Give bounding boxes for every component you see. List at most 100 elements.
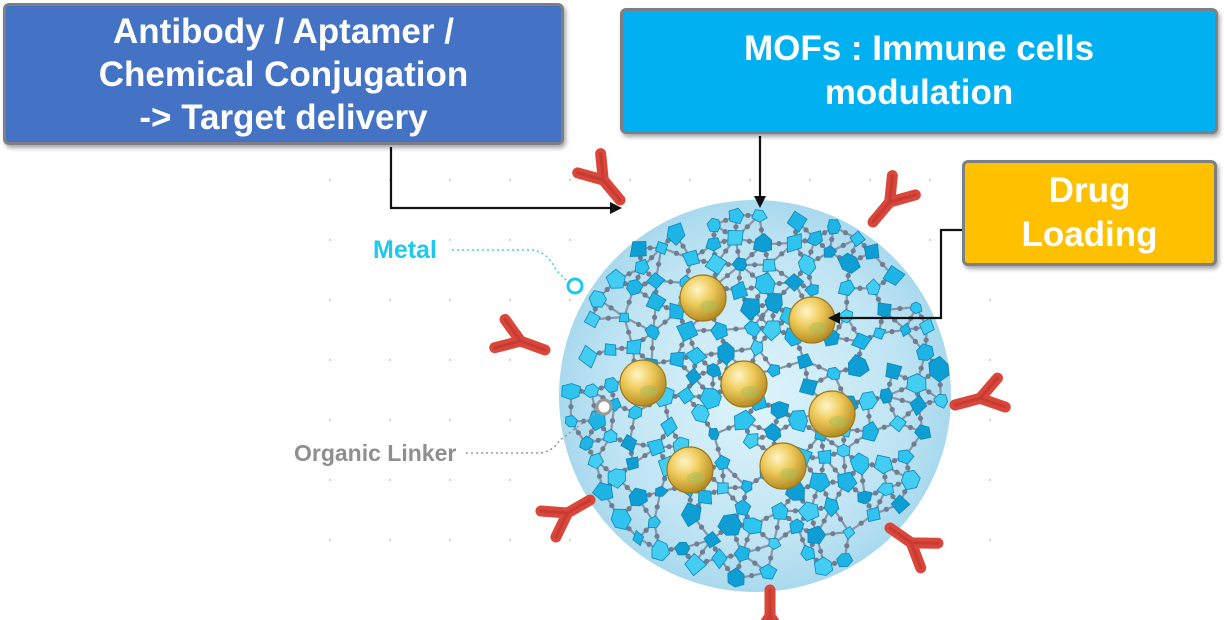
linker-atom bbox=[872, 490, 879, 496]
metal-node bbox=[797, 353, 814, 370]
grid-dot bbox=[748, 178, 752, 182]
linker-atom bbox=[651, 314, 658, 320]
grid-dot bbox=[988, 298, 992, 302]
metal-node bbox=[711, 547, 728, 570]
metal-node bbox=[817, 449, 832, 464]
metal-node bbox=[901, 469, 921, 491]
drug-sphere-patch bbox=[829, 416, 847, 428]
linker-atom bbox=[842, 463, 848, 470]
metal-node bbox=[918, 317, 935, 336]
metal-node bbox=[734, 498, 752, 516]
grid-dot bbox=[448, 538, 452, 542]
linker-atom bbox=[635, 321, 642, 328]
linker-atom bbox=[806, 274, 813, 280]
drug-sphere-patch bbox=[700, 300, 718, 312]
metal-node bbox=[708, 427, 720, 440]
linker-atom bbox=[654, 504, 660, 510]
grid-dot bbox=[508, 478, 512, 482]
grid-dot bbox=[568, 538, 572, 542]
linker-atom bbox=[803, 370, 809, 377]
linker-atom bbox=[830, 531, 836, 537]
linker-atom bbox=[786, 362, 792, 368]
linker-atom bbox=[672, 433, 679, 439]
linker-atom bbox=[845, 273, 851, 279]
linker-atom bbox=[605, 315, 611, 321]
metal-node bbox=[784, 273, 805, 292]
linker-atom bbox=[897, 305, 903, 312]
linker-atom bbox=[701, 258, 707, 264]
metal-node bbox=[771, 502, 789, 520]
grid-dot bbox=[988, 538, 992, 542]
linker-atom bbox=[596, 473, 603, 479]
linker-atom bbox=[843, 367, 849, 373]
drug-sphere bbox=[619, 359, 667, 407]
metal-node bbox=[742, 433, 759, 450]
metal-node bbox=[716, 482, 729, 495]
grid-dot bbox=[328, 538, 332, 542]
linker-atom bbox=[782, 532, 789, 538]
linker-atom bbox=[832, 467, 838, 473]
linker-atom bbox=[785, 498, 791, 504]
metal-node bbox=[836, 443, 851, 458]
metal-node bbox=[634, 258, 650, 275]
linker-atom bbox=[654, 533, 660, 539]
metal-node bbox=[591, 482, 614, 502]
linker-atom bbox=[691, 401, 697, 408]
metal-node bbox=[626, 279, 644, 296]
mofs-line-2: modulation bbox=[824, 73, 1014, 112]
grid-dot bbox=[568, 298, 572, 302]
linker-atom bbox=[744, 224, 750, 230]
metal-node bbox=[876, 482, 895, 497]
drug-sphere-patch bbox=[640, 385, 658, 397]
linker-atom bbox=[829, 440, 835, 446]
linker-atom bbox=[866, 413, 872, 419]
linker-atom bbox=[799, 293, 805, 299]
linker-atom bbox=[748, 285, 754, 291]
linker-atom bbox=[595, 437, 601, 443]
metal-node bbox=[758, 563, 778, 580]
metal-node bbox=[610, 508, 632, 530]
drug-spheres bbox=[619, 274, 856, 494]
linker-atom bbox=[726, 425, 732, 431]
linker-atom bbox=[760, 445, 766, 451]
grid-dot bbox=[628, 178, 632, 182]
linker-atom bbox=[699, 249, 705, 255]
metal-node bbox=[766, 363, 781, 378]
metal-node bbox=[717, 513, 743, 536]
linker-atom bbox=[642, 452, 648, 459]
linker-atom bbox=[758, 227, 765, 233]
linker-atom bbox=[642, 292, 648, 298]
linker-atom bbox=[600, 446, 606, 452]
metal-node bbox=[676, 386, 695, 405]
linker-atom bbox=[926, 389, 932, 395]
linker-atom bbox=[840, 242, 846, 249]
metal-node bbox=[837, 252, 861, 274]
linker-atom bbox=[700, 370, 706, 376]
linker-atom bbox=[646, 541, 652, 547]
linker-atom bbox=[912, 338, 919, 345]
antibody-conjugation-box: Antibody / Aptamer / Chemical Conjugatio… bbox=[3, 3, 564, 145]
drug-line-2: Loading bbox=[1021, 215, 1158, 254]
metal-node bbox=[837, 471, 858, 493]
metal-node bbox=[804, 283, 819, 297]
grid-dot bbox=[928, 178, 932, 182]
grid-dot bbox=[388, 238, 392, 242]
linker-atom bbox=[639, 353, 645, 359]
linker-atom bbox=[752, 560, 758, 566]
metal-node bbox=[710, 321, 728, 341]
grid-dot bbox=[688, 178, 692, 182]
linker-atom bbox=[776, 280, 782, 287]
linker-atom bbox=[588, 429, 594, 435]
linker-atom bbox=[760, 532, 766, 538]
linker-atom bbox=[733, 536, 740, 543]
antibody-icon bbox=[862, 176, 916, 232]
conjugation-line-3: -> Target delivery bbox=[139, 97, 428, 137]
linker-atom bbox=[890, 493, 896, 500]
linker-atom bbox=[668, 546, 674, 552]
linker-atom bbox=[902, 375, 908, 381]
grid-dot bbox=[388, 478, 392, 482]
metal-node bbox=[849, 230, 866, 248]
metal-node bbox=[730, 280, 749, 301]
metal-node bbox=[898, 449, 915, 465]
